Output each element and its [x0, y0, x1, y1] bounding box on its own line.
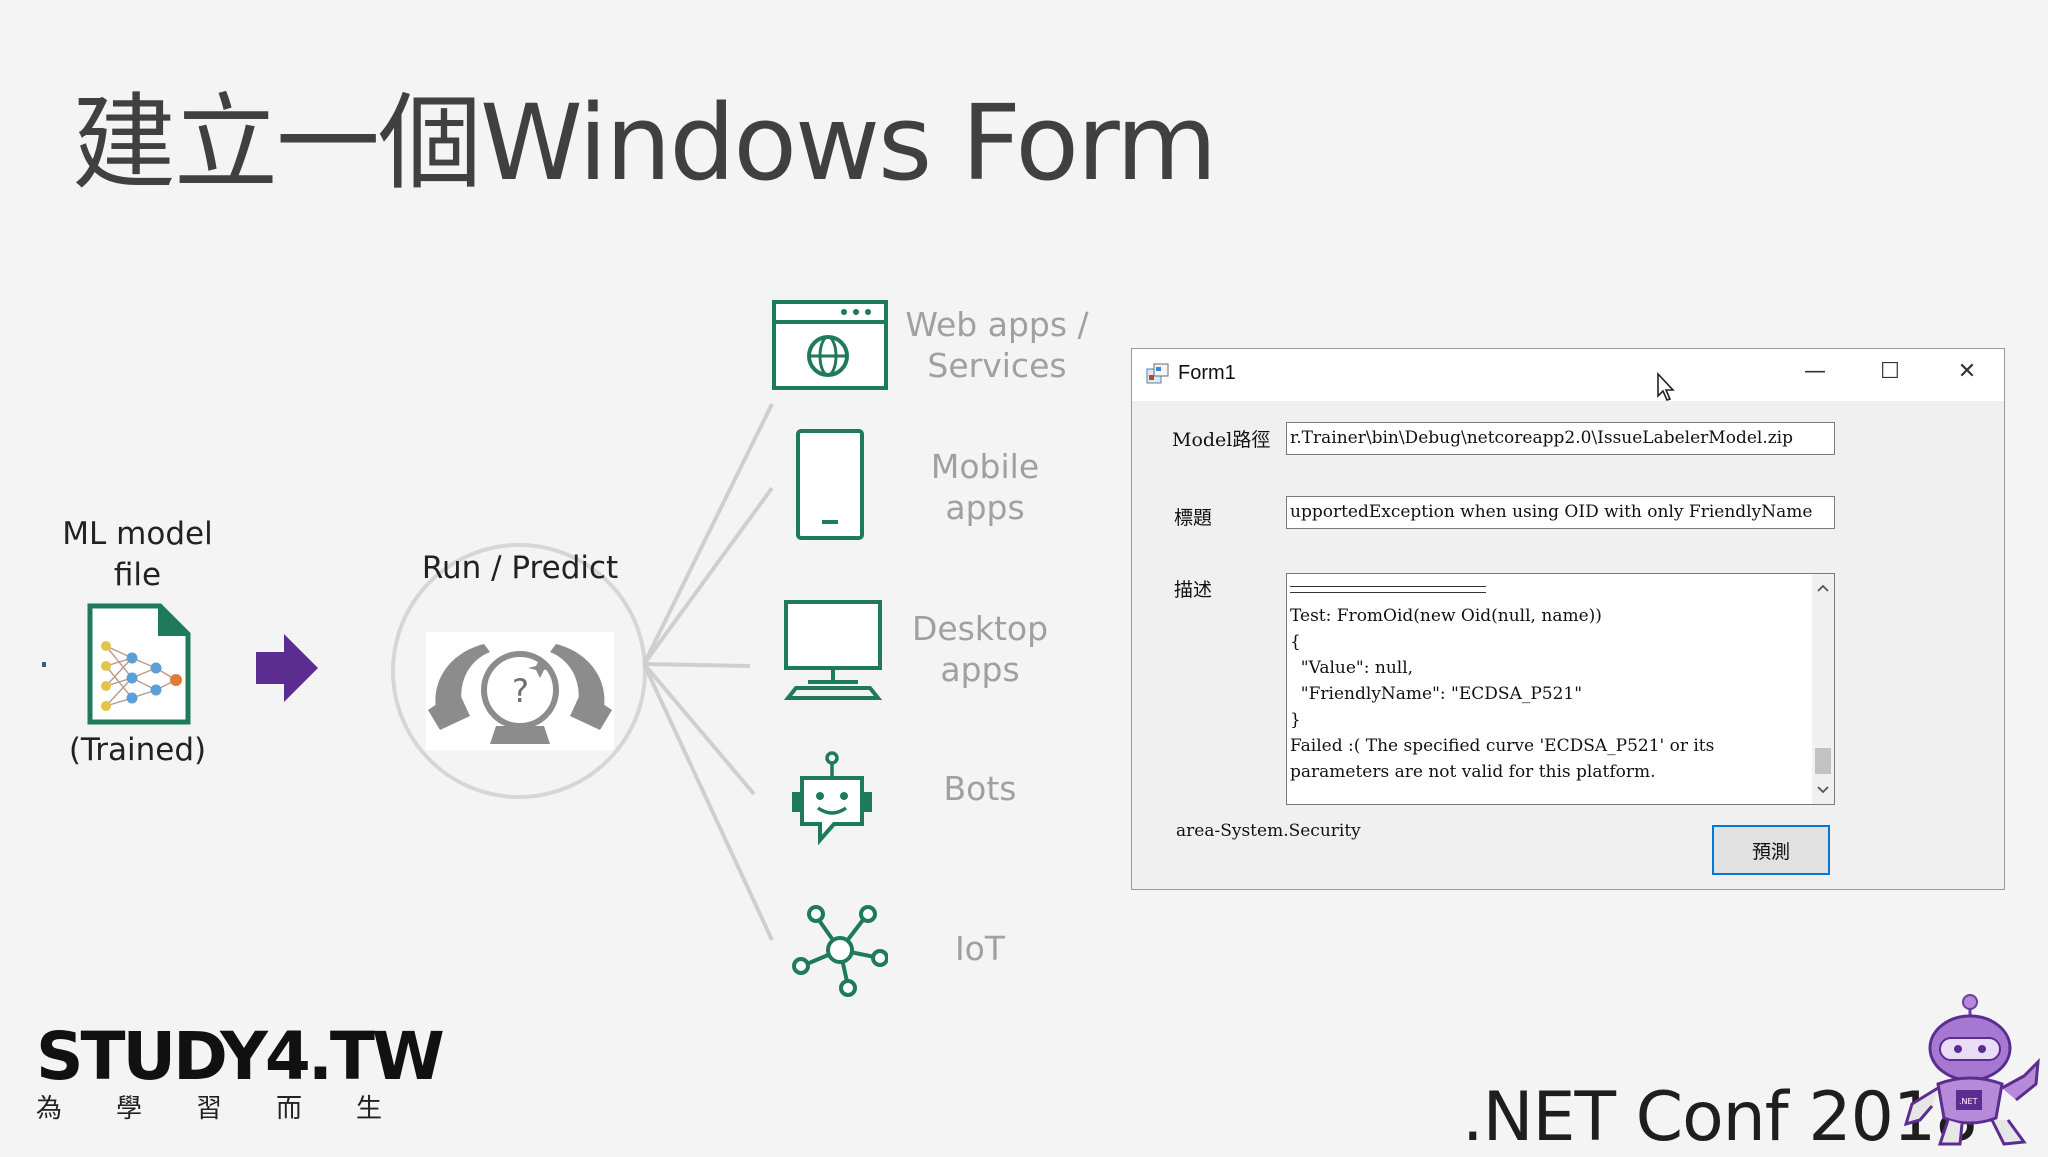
predict-button[interactable]: 預測	[1712, 825, 1830, 875]
model-path-label: Model路徑	[1172, 429, 1271, 451]
netconf-title: .NET Conf 2018	[1462, 1078, 1978, 1157]
description-textarea[interactable]: Test: FromOid(new Oid(null, name)) { "Va…	[1286, 573, 1835, 805]
study4-tagline: 為 學 習 而 生	[36, 1088, 382, 1125]
target-label-bots: Bots	[943, 769, 1017, 808]
description-scrollbar[interactable]	[1812, 574, 1834, 804]
dotnet-bot-mascot-icon: .NET	[1903, 994, 2040, 1146]
mascot-badge: .NET	[1959, 1097, 1978, 1106]
run-predict-label: Run / Predict	[421, 550, 619, 586]
form1-window: Form1 — ☐ ✕ Model路徑 r.Trainer\bin\Debug\…	[1131, 348, 2005, 890]
study4-logo: STUDY4.TW	[36, 1018, 445, 1095]
run-predict-circle: ?	[391, 543, 647, 799]
edge-marker	[42, 662, 46, 667]
ml-model-file-icon	[87, 603, 191, 725]
description-line: Test: FromOid(new Oid(null, name))	[1290, 606, 1602, 626]
form-app-icon	[1146, 363, 1169, 384]
form-title: Form1	[1178, 362, 1236, 384]
description-label: 描述	[1174, 579, 1213, 601]
prediction-result-label: area-System.Security	[1176, 821, 1361, 841]
description-line: "Value": null,	[1290, 658, 1414, 678]
target-label-iot: IoT	[954, 929, 1006, 968]
tagline-char: 學	[115, 1094, 142, 1124]
ml-model-label: ML model file	[62, 516, 213, 593]
description-line: {	[1290, 632, 1301, 652]
arrow-right-icon	[256, 634, 318, 702]
mouse-cursor-icon	[1657, 372, 1675, 401]
description-line: parameters are not valid for this platfo…	[1290, 762, 1656, 782]
title-input[interactable]: upportedException when using OID with on…	[1286, 496, 1835, 529]
description-line: }	[1290, 710, 1301, 730]
model-path-input[interactable]: r.Trainer\bin\Debug\netcoreapp2.0\IssueL…	[1286, 422, 1835, 455]
svg-text:?: ?	[512, 672, 529, 710]
scroll-thumb[interactable]	[1815, 748, 1831, 774]
tagline-char: 習	[195, 1094, 222, 1124]
description-line: Failed :( The specified curve 'ECDSA_P52…	[1290, 736, 1715, 756]
close-button[interactable]: ✕	[1957, 359, 1977, 384]
tagline-char: 而	[275, 1094, 302, 1124]
fan-connector-lines	[642, 403, 774, 941]
scroll-up-icon[interactable]	[1817, 584, 1829, 592]
maximize-button[interactable]: ☐	[1880, 359, 1900, 384]
tagline-char: 為	[36, 1094, 63, 1124]
web-globe-icon	[772, 300, 888, 390]
description-line: "FriendlyName": "ECDSA_P521"	[1290, 684, 1583, 704]
tagline-char: 生	[355, 1094, 382, 1124]
target-label-mobile: Mobile apps	[930, 447, 1040, 527]
bot-icon	[792, 751, 872, 846]
target-label-web: Web apps / Services	[905, 305, 1089, 385]
iot-network-icon	[792, 905, 888, 997]
trained-label: (Trained)	[68, 732, 207, 768]
target-label-desktop: Desktop apps	[911, 609, 1049, 689]
desktop-monitor-icon	[783, 600, 883, 700]
slide-title: 建立一個Windows Form	[72, 82, 1217, 204]
mobile-phone-icon	[796, 429, 864, 540]
title-field-label: 標題	[1174, 507, 1213, 529]
separator-line	[1290, 586, 1486, 593]
minimize-button[interactable]: —	[1804, 359, 1826, 384]
form-titlebar[interactable]: Form1 — ☐ ✕	[1132, 349, 2004, 401]
scroll-down-icon[interactable]	[1817, 786, 1829, 794]
